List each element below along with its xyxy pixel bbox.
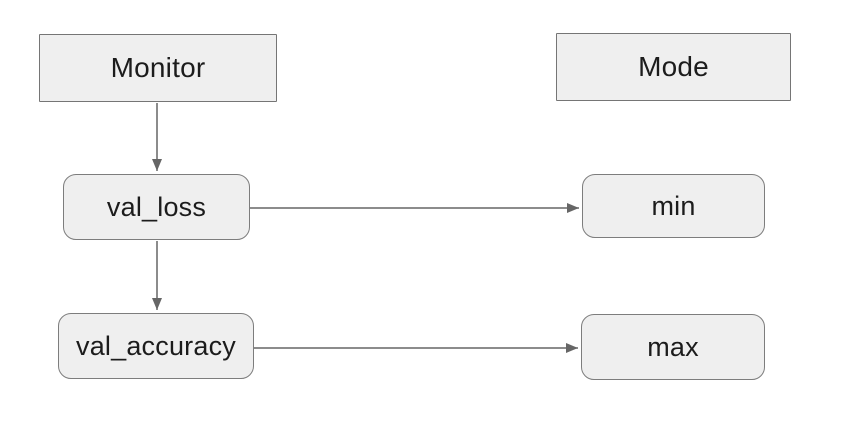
header-monitor: Monitor <box>39 34 277 102</box>
header-monitor-label: Monitor <box>110 52 206 83</box>
node-max: max <box>581 314 765 380</box>
node-max-label: max <box>647 331 699 362</box>
node-val-accuracy: val_accuracy <box>58 313 254 379</box>
node-val-loss-label: val_loss <box>106 191 207 222</box>
node-val-accuracy-label: val_accuracy <box>76 330 236 361</box>
header-mode-label: Mode <box>638 51 709 82</box>
header-mode: Mode <box>556 33 791 101</box>
node-min-label: min <box>651 190 696 221</box>
node-min: min <box>582 174 765 238</box>
node-val-loss: val_loss <box>63 174 250 240</box>
